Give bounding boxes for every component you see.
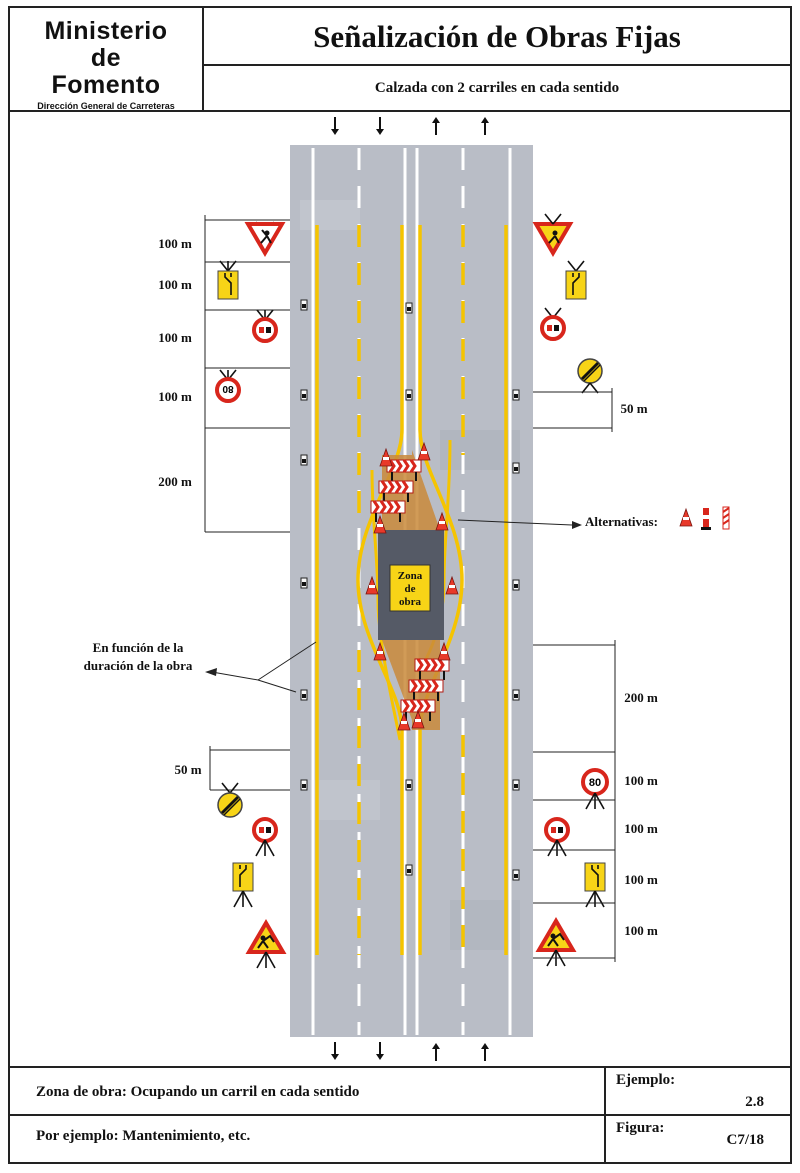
speed-limit-sign-left: 80 [215, 369, 241, 403]
work-zone-label-2: de [405, 583, 416, 595]
example-box: Ejemplo: 2.8 [604, 1066, 792, 1116]
ministry-name-line2: de [90, 44, 122, 72]
ministry-subtitle: Dirección General de Carreteras [37, 101, 175, 111]
speed-limit-sign-right: 80 [581, 768, 609, 810]
arrow-up-icon [431, 116, 441, 136]
bollard-icon [701, 508, 711, 530]
ministry-name-line1: Ministerio [44, 17, 168, 45]
figure-label: Figura: [616, 1120, 665, 1136]
arrow-up-icon [480, 116, 490, 136]
end-restriction-sign-right [576, 357, 604, 394]
right-distance-1: 200 m [624, 690, 658, 705]
left-distance-1: 100 m [158, 236, 192, 251]
roadworks-warning-sign [246, 221, 284, 255]
right-distance-2: 100 m [624, 773, 658, 788]
arrow-down-icon [330, 1041, 340, 1061]
arrow-down-icon [330, 116, 340, 136]
right-distance-3: 100 m [624, 821, 658, 836]
example-label: Ejemplo: [616, 1072, 676, 1088]
ministry-name-line3: Fomento [51, 71, 161, 99]
left-distance-2: 100 m [158, 277, 192, 292]
left-distance-4: 100 m [158, 389, 192, 404]
svg-text:80: 80 [589, 777, 601, 789]
svg-text:80: 80 [222, 383, 234, 394]
duration-label-1: En función de la [93, 640, 184, 655]
left-dimension-lines [204, 215, 290, 791]
zone-description: Zona de obra: Ocupando un carril en cada… [8, 1066, 606, 1116]
lane-closure-sign [217, 260, 239, 300]
end-restriction-sign-left [216, 782, 244, 819]
lane-closure-sign [565, 260, 587, 300]
arrow-up-icon [480, 1042, 490, 1062]
striped-panel-icon [722, 506, 730, 530]
figure-box: Figura: C7/18 [604, 1114, 792, 1164]
no-overtaking-sign [252, 309, 278, 343]
example-text: Por ejemplo: Mantenimiento, etc. [8, 1114, 606, 1164]
roadworks-warning-sign [537, 919, 575, 967]
work-zone-sign [389, 564, 431, 612]
ministry-logo-box: Ministerio de Fomento Dirección General … [8, 6, 204, 112]
right-distance-4: 100 m [624, 872, 658, 887]
right-distance-5: 100 m [624, 923, 658, 938]
no-overtaking-sign [252, 817, 278, 857]
example-value: 2.8 [745, 1094, 764, 1110]
arrow-down-icon [375, 1041, 385, 1061]
left-distance-5: 200 m [158, 474, 192, 489]
right-dimension-lines [533, 640, 616, 962]
duration-label-2: duración de la obra [84, 658, 193, 673]
work-zone-label-1: Zona [398, 570, 423, 582]
no-overtaking-sign [540, 307, 566, 341]
figure-value: C7/18 [726, 1132, 765, 1148]
lane-closure-sign [584, 862, 606, 908]
arrow-down-icon [375, 116, 385, 136]
alternatives-label: Alternativas: [585, 514, 658, 529]
right-end-distance: 50 m [620, 401, 647, 416]
lane-closure-sign [232, 862, 254, 908]
left-end-distance: 50 m [174, 762, 201, 777]
roadworks-warning-sign [532, 213, 574, 257]
work-zone-label-3: obra [399, 596, 422, 608]
left-distance-3: 100 m [158, 330, 192, 345]
roadworks-warning-sign [247, 921, 285, 969]
page-title: Señalización de Obras Fijas [202, 6, 792, 66]
arrow-up-icon [431, 1042, 441, 1062]
cone-icon [679, 508, 693, 527]
